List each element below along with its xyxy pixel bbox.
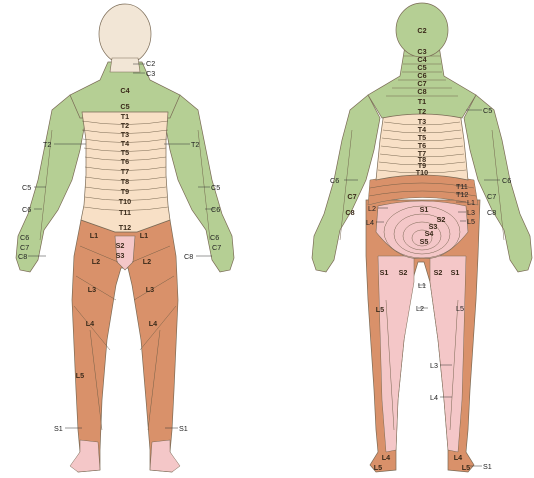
label-post-c5-right: C5: [483, 106, 492, 115]
label-post-c8: C8: [417, 87, 426, 96]
label-post-l2-left: L2: [368, 204, 376, 213]
label-post-l5-leg: L5: [456, 304, 464, 313]
label-ant-t2-left: T2: [43, 140, 51, 149]
label-ant-c6-hand-left: C6: [20, 233, 29, 242]
label-ant-c8-left: C8: [18, 252, 27, 261]
label-ant-s3: S3: [116, 251, 125, 260]
label-post-t10: T10: [416, 168, 428, 177]
label-post-s1-foot: S1: [483, 462, 492, 471]
label-post-l4-foot-left: L4: [382, 453, 390, 462]
label-post-l5-left: L5: [376, 305, 384, 314]
label-ant-t4: T4: [121, 139, 129, 148]
label-ant-s2: S2: [116, 241, 125, 250]
label-ant-s1-left: S1: [54, 424, 63, 433]
label-post-c7-right: C7: [487, 192, 496, 201]
label-ant-t8: T8: [121, 177, 129, 186]
label-ant-c8-right: C8: [184, 252, 193, 261]
label-ant-c5-right: C5: [211, 183, 220, 192]
label-post-t2: T2: [418, 107, 426, 116]
label-ant-c5: C5: [120, 102, 129, 111]
label-ant-t5: T5: [121, 148, 129, 157]
label-post-c6-right: C6: [502, 176, 511, 185]
label-post-l5-foot-left: L5: [374, 463, 382, 472]
label-ant-l1-left: L1: [90, 231, 98, 240]
label-ant-t10: T10: [119, 197, 131, 206]
label-post-l4-left: L4: [366, 218, 374, 227]
label-post-c8-left: C8: [345, 208, 354, 217]
label-post-c2: C2: [417, 26, 426, 35]
label-ant-l3-left: L3: [88, 285, 96, 294]
label-ant-t9: T9: [121, 187, 129, 196]
label-post-s2-left: S2: [399, 268, 408, 277]
anterior-head: [99, 4, 151, 64]
label-post-s1-top: S1: [420, 205, 429, 214]
label-post-s1-right: S1: [451, 268, 460, 277]
label-post-s2-right: S2: [434, 268, 443, 277]
label-ant-l1-right: L1: [140, 231, 148, 240]
label-ant-c7-right: C7: [212, 243, 221, 252]
label-post-l2-leg: L2: [416, 304, 424, 313]
label-post-l1: L1: [467, 198, 475, 207]
anterior-foot-left: [70, 440, 100, 472]
label-post-c6-left: C6: [330, 176, 339, 185]
label-post-l3: L3: [467, 208, 475, 217]
label-post-s1-left: S1: [380, 268, 389, 277]
label-ant-t3: T3: [121, 130, 129, 139]
label-ant-c5-left: C5: [22, 183, 31, 192]
label-ant-c7-left: C7: [20, 243, 29, 252]
label-ant-c3: C3: [146, 69, 155, 78]
label-post-l4-leg: L4: [430, 393, 438, 402]
label-ant-l2-left: L2: [92, 257, 100, 266]
label-post-s2-top: S2: [437, 215, 446, 224]
label-ant-t1: T1: [121, 112, 129, 121]
label-post-s5: S5: [420, 237, 429, 246]
label-ant-t2-right: T2: [191, 140, 199, 149]
anterior-foot-right: [150, 440, 180, 472]
label-ant-c6-hand-right: C6: [210, 233, 219, 242]
label-post-c7-left: C7: [347, 192, 356, 201]
label-ant-s1-right: S1: [179, 424, 188, 433]
anterior-figure: [16, 4, 234, 472]
label-ant-l5-left: L5: [76, 371, 84, 380]
label-ant-t6: T6: [121, 157, 129, 166]
label-ant-t2: T2: [121, 121, 129, 130]
label-post-l3-leg: L3: [430, 361, 438, 370]
label-ant-t7: T7: [121, 167, 129, 176]
label-ant-c6-right: C6: [211, 205, 220, 214]
label-ant-c2: C2: [146, 59, 155, 68]
label-ant-t12: T12: [119, 223, 131, 232]
anterior-neck: [110, 58, 140, 72]
label-ant-t11: T11: [119, 208, 131, 217]
label-post-l5-foot-right: L5: [462, 463, 470, 472]
label-post-l4-foot-right: L4: [454, 453, 462, 462]
label-post-c8-right: C8: [487, 208, 496, 217]
label-ant-l3-right: L3: [146, 285, 154, 294]
label-ant-l2-right: L2: [143, 257, 151, 266]
label-ant-c6-left: C6: [22, 205, 31, 214]
label-ant-l4-right: L4: [149, 319, 157, 328]
label-post-t1: T1: [418, 97, 426, 106]
label-ant-c4: C4: [120, 86, 129, 95]
label-post-l1-leg: L1: [418, 281, 426, 290]
label-post-l5: L5: [467, 217, 475, 226]
label-ant-l4-left: L4: [86, 319, 94, 328]
